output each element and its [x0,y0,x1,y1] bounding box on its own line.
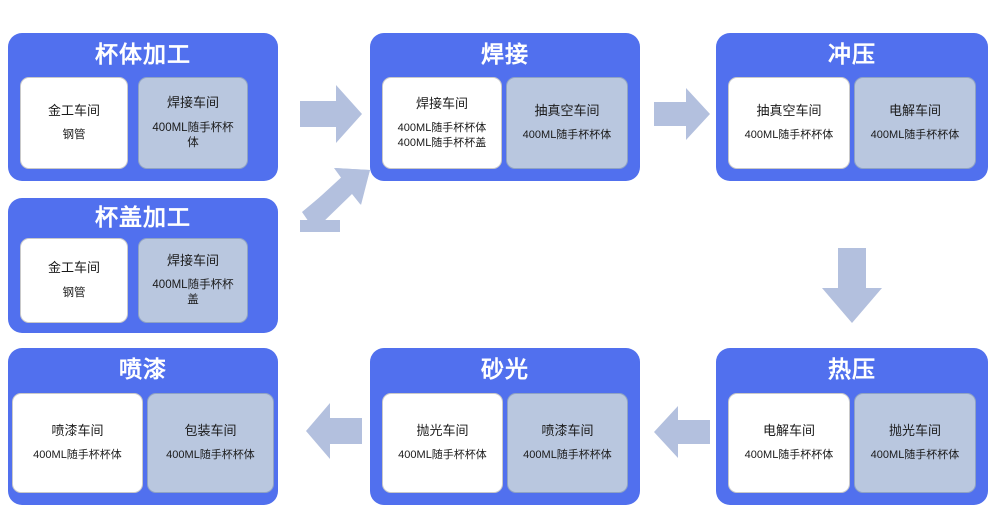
workshop-name: 焊接车间 [415,96,468,112]
workshop-name: 包装车间 [184,423,237,439]
workshop-name: 电解车间 [888,103,941,119]
workshop-name: 喷漆车间 [51,423,104,439]
workshop-name: 抽真空车间 [534,103,600,119]
workshop-name: 抛光车间 [888,423,941,439]
stage-card-list: 抛光车间 400ML随手杯杯体 喷漆车间 400ML随手杯杯体 [382,393,628,493]
stage-spray-painting[interactable]: 喷漆 喷漆车间 400ML随手杯杯体 包装车间 400ML随手杯杯体 [8,348,278,505]
stage-title: 杯体加工 [95,41,191,67]
stage-card-list: 金工车间 钢管 焊接车间 400ML随手杯杯 体 [20,77,266,169]
workshop-card[interactable]: 抛光车间 400ML随手杯杯体 [382,393,503,493]
workshop-card[interactable]: 抽真空车间 400ML随手杯杯体 [728,77,850,169]
stage-welding[interactable]: 焊接 焊接车间 400ML随手杯杯体 400ML随手杯杯盖 抽真空车间 400M… [370,33,640,181]
workshop-card[interactable]: 喷漆车间 400ML随手杯杯体 [507,393,628,493]
stage-cup-body-processing[interactable]: 杯体加工 金工车间 钢管 焊接车间 400ML随手杯杯 体 [8,33,278,181]
workshop-card[interactable]: 抛光车间 400ML随手杯杯体 [854,393,976,493]
stage-stamping[interactable]: 冲压 抽真空车间 400ML随手杯杯体 电解车间 400ML随手杯杯体 [716,33,988,181]
arrow-up-right-icon [300,168,370,238]
workshop-name: 抽真空车间 [756,103,822,119]
stage-card-list: 抽真空车间 400ML随手杯杯体 电解车间 400ML随手杯杯体 [728,77,976,169]
arrow-left-icon [654,406,710,458]
stage-card-list: 金工车间 钢管 焊接车间 400ML随手杯杯 盖 [20,238,266,323]
workshop-item: 400ML随手杯杯体 [870,129,960,142]
stage-card-list: 喷漆车间 400ML随手杯杯体 包装车间 400ML随手杯杯体 [12,393,274,493]
workshop-name: 焊接车间 [166,252,219,268]
arrow-left-icon [306,403,362,459]
workshop-item: 400ML随手杯杯体 [870,449,960,462]
stage-title: 热压 [828,356,876,382]
arrow-right-icon [654,88,710,140]
stage-card-list: 电解车间 400ML随手杯杯体 抛光车间 400ML随手杯杯体 [728,393,976,493]
workshop-item: 400ML随手杯杯体 [744,449,834,462]
workshop-card[interactable]: 喷漆车间 400ML随手杯杯体 [12,393,143,493]
workshop-name: 电解车间 [762,423,815,439]
workshop-item: 400ML随手杯杯体 [744,129,834,142]
stage-title: 冲压 [828,41,876,67]
workshop-item: 400ML随手杯杯体 [166,449,255,462]
workshop-item: 钢管 [62,286,86,299]
workshop-card[interactable]: 包装车间 400ML随手杯杯体 [147,393,274,493]
workshop-name: 焊接车间 [166,95,219,111]
workshop-card[interactable]: 焊接车间 400ML随手杯杯 体 [138,77,248,169]
stage-cup-lid-processing[interactable]: 杯盖加工 金工车间 钢管 焊接车间 400ML随手杯杯 盖 [8,198,278,333]
workshop-name: 抛光车间 [416,423,469,439]
workshop-item: 400ML随手杯杯体 [33,449,122,462]
stage-title: 杯盖加工 [95,204,191,230]
stage-hot-pressing[interactable]: 热压 电解车间 400ML随手杯杯体 抛光车间 400ML随手杯杯体 [716,348,988,505]
workshop-item: 400ML随手杯杯体 400ML随手杯杯盖 [397,122,487,149]
workshop-item: 400ML随手杯杯 体 [152,121,234,149]
workshop-name: 喷漆车间 [541,423,594,439]
workshop-name: 金工车间 [47,102,100,118]
stage-title: 焊接 [481,41,529,67]
stage-card-list: 焊接车间 400ML随手杯杯体 400ML随手杯杯盖 抽真空车间 400ML随手… [382,77,628,169]
workshop-name: 金工车间 [47,260,100,276]
arrow-right-icon [300,85,362,143]
stage-sanding[interactable]: 砂光 抛光车间 400ML随手杯杯体 喷漆车间 400ML随手杯杯体 [370,348,640,505]
workshop-card[interactable]: 抽真空车间 400ML随手杯杯体 [506,77,628,169]
workshop-card[interactable]: 焊接车间 400ML随手杯杯体 400ML随手杯杯盖 [382,77,502,169]
workshop-item: 400ML随手杯杯体 [522,129,612,142]
workshop-card[interactable]: 焊接车间 400ML随手杯杯 盖 [138,238,248,323]
arrow-down-icon [822,248,882,323]
workshop-item: 钢管 [62,129,86,142]
workshop-card[interactable]: 金工车间 钢管 [20,238,128,323]
stage-title: 喷漆 [119,356,167,382]
workshop-card[interactable]: 电解车间 400ML随手杯杯体 [854,77,976,169]
workshop-item: 400ML随手杯杯体 [398,449,487,462]
workshop-card[interactable]: 金工车间 钢管 [20,77,128,169]
workshop-item: 400ML随手杯杯 盖 [152,279,234,307]
workshop-item: 400ML随手杯杯体 [523,449,612,462]
workshop-card[interactable]: 电解车间 400ML随手杯杯体 [728,393,850,493]
stage-title: 砂光 [481,356,529,382]
